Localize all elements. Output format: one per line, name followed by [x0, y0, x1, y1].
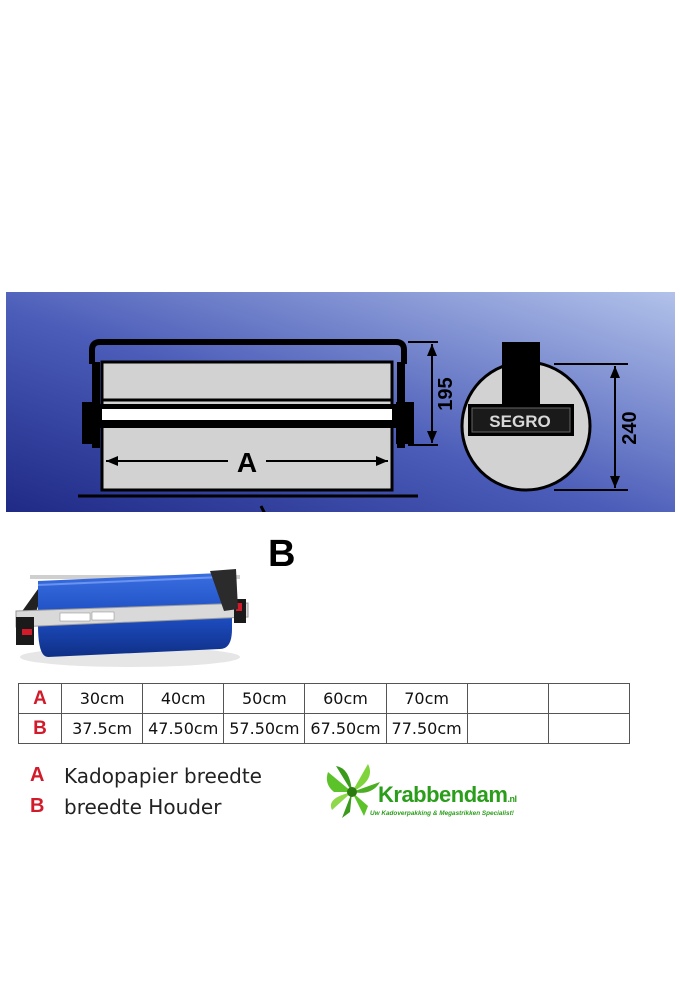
- legend-text-a: Kadopapier breedte: [64, 763, 262, 788]
- dimension-b-label: B: [268, 533, 296, 575]
- legend-item: A Kadopapier breedte: [30, 760, 262, 791]
- logo-wordmark: Krabbendam.nl: [378, 782, 517, 807]
- legend-key-a: A: [30, 764, 45, 786]
- legend: A Kadopapier breedte B breedte Houder: [30, 760, 262, 822]
- table-cell: [547, 713, 631, 744]
- row-key-a: A: [18, 683, 62, 714]
- table-cell: [466, 713, 549, 744]
- table-cell: 57.50cm: [223, 713, 306, 744]
- dimension-a-label: A: [237, 447, 257, 478]
- table-cell: [466, 683, 549, 714]
- bow-icon: [326, 764, 380, 818]
- front-view: A 195: [78, 339, 457, 512]
- table-cell: 47.50cm: [142, 713, 225, 744]
- side-view: SEGRO 240: [460, 342, 641, 492]
- dimension-diagram: A 195 SEGRO 240: [6, 292, 675, 512]
- logo-tagline: Uw Kadoverpakking & Megastrikken Special…: [370, 810, 514, 817]
- size-table: A 30cm 40cm 50cm 60cm 70cm B 37.5cm 47.5…: [18, 683, 631, 744]
- brand-label: SEGRO: [489, 412, 550, 431]
- legend-text-b: breedte Houder: [64, 794, 222, 819]
- height-240-label: 240: [619, 411, 641, 444]
- krabbendam-logo: Krabbendam.nl Uw Kadoverpakking & Megast…: [322, 762, 522, 822]
- table-row: A 30cm 40cm 50cm 60cm 70cm: [18, 683, 631, 714]
- table-cell: 50cm: [223, 683, 306, 714]
- table-cell: [547, 683, 631, 714]
- legend-item: B breedte Houder: [30, 791, 262, 822]
- legend-key-b: B: [30, 795, 45, 817]
- table-cell: 40cm: [142, 683, 225, 714]
- height-195-label: 195: [435, 377, 457, 410]
- table-cell: 60cm: [304, 683, 387, 714]
- row-key-b: B: [18, 713, 62, 744]
- table-cell: 70cm: [385, 683, 468, 714]
- table-row: B 37.5cm 47.50cm 57.50cm 67.50cm 77.50cm: [18, 713, 631, 744]
- product-photo: [15, 569, 249, 667]
- table-cell: 67.50cm: [304, 713, 387, 744]
- table-cell: 30cm: [60, 683, 144, 714]
- table-cell: 77.50cm: [385, 713, 468, 744]
- table-cell: 37.5cm: [60, 713, 144, 744]
